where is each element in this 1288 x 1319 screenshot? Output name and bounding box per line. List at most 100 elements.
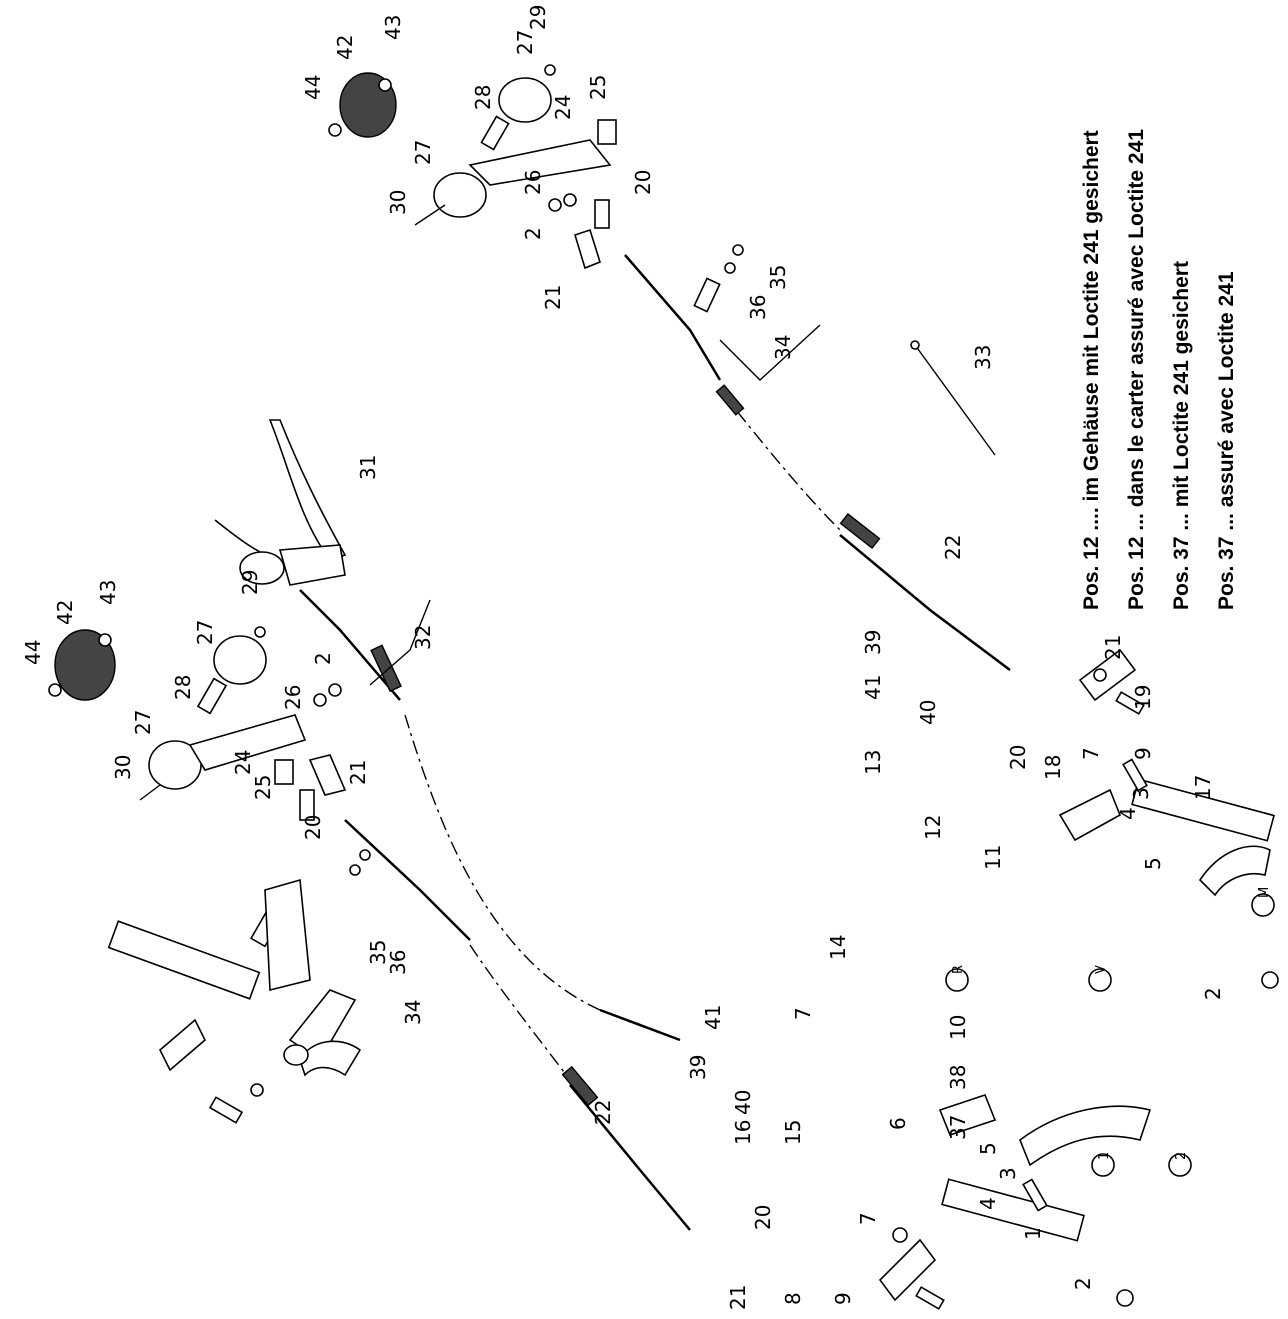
callout-20b: 20 [1006, 745, 1030, 770]
callout-8: 8 [781, 1292, 805, 1305]
lever-19 [1078, 648, 1137, 702]
group-bracket-34-lower [369, 599, 431, 686]
callout-6: 6 [886, 1117, 910, 1130]
shift-lever-31 [214, 419, 347, 586]
callout-5: 5 [1141, 857, 1165, 870]
callout-13: 13 [861, 750, 885, 775]
fork-assembly-lower-left [878, 1094, 1152, 1310]
fork-10 [299, 1040, 362, 1077]
callout-20c: 20 [751, 1205, 775, 1230]
callout-36: 36 [746, 295, 770, 320]
bracket-24-lower [188, 714, 307, 771]
callout-15: 15 [781, 1120, 805, 1145]
callout-2b: 2 [1201, 987, 1225, 1000]
callout-27b: 27 [411, 140, 435, 165]
marker-r: R [951, 965, 966, 974]
bracket-24-upper [468, 139, 612, 186]
callout-27c: 27 [193, 620, 217, 645]
callout-42b: 42 [53, 600, 77, 625]
loctite-notes: Pos. 12 .... im Gehäuse mit Loctite 241 … [1040, 0, 1280, 620]
callout-2d: 2 [311, 652, 335, 665]
rubber-buffer-27-upper-b [433, 172, 487, 218]
callout-41: 41 [861, 675, 885, 700]
lever-6 [938, 1094, 997, 1136]
callout-30b: 30 [111, 755, 135, 780]
fork-1 [1019, 1105, 1152, 1167]
callout-4: 4 [1116, 807, 1140, 820]
note-line-2: Pos. 12 ... dans le carter assuré avec L… [1125, 129, 1148, 610]
fork-assembly-right [1058, 648, 1279, 989]
shaft-12 [107, 920, 261, 1000]
callout-43: 43 [381, 15, 405, 40]
callout-2c: 2 [1071, 1277, 1095, 1290]
rod-33 [910, 340, 996, 456]
callout-27: 27 [513, 30, 537, 55]
selector-shaft-assembly [107, 878, 362, 1124]
group-bracket-34-upper [719, 324, 821, 381]
lever-8 [878, 1238, 937, 1302]
callout-24b: 24 [231, 750, 255, 775]
callout-21b: 21 [1101, 635, 1125, 660]
callout-21c: 21 [726, 1285, 750, 1310]
callout-25b: 25 [251, 775, 275, 800]
cable-assembly-lower-left [344, 819, 691, 1231]
callout-11: 11 [981, 845, 1005, 870]
callout-1: 1 [1021, 1227, 1045, 1240]
callout-39: 39 [861, 630, 885, 655]
callout-36b: 36 [386, 950, 410, 975]
callout-16: 16 [731, 1120, 755, 1145]
callout-37: 37 [946, 1115, 970, 1140]
callout-44: 44 [301, 75, 325, 100]
callout-33: 33 [971, 345, 995, 370]
cable-assembly-upper-right [624, 254, 1011, 671]
callout-10: 10 [946, 1015, 970, 1040]
callout-18: 18 [1041, 755, 1065, 780]
callout-29b: 29 [238, 570, 262, 595]
callout-22b: 22 [591, 1100, 615, 1125]
callout-2: 2 [521, 227, 545, 240]
callout-26: 26 [521, 170, 545, 195]
rubber-buffer-27-lower-a [213, 635, 267, 685]
callout-28b: 28 [171, 675, 195, 700]
fork-17 [1198, 845, 1271, 897]
rubber-buffer-27-lower-b [148, 740, 202, 790]
upper-bracket-assembly [328, 64, 744, 313]
callout-20: 20 [631, 170, 655, 195]
position-markers: R V M 1 2 [945, 887, 1275, 1177]
callout-25: 25 [586, 75, 610, 100]
rubber-buffer-27-upper-a [498, 77, 552, 123]
callout-40: 40 [916, 700, 940, 725]
callout-3b: 3 [996, 1167, 1020, 1180]
marker-m: M [1257, 887, 1272, 898]
callout-26b: 26 [281, 685, 305, 710]
callout-30: 30 [386, 190, 410, 215]
callout-35b: 35 [366, 940, 390, 965]
lower-bracket-assembly [48, 626, 371, 948]
callout-9: 9 [1131, 747, 1155, 760]
callout-3: 3 [1129, 787, 1153, 800]
callout-12: 12 [921, 815, 945, 840]
callout-35: 35 [766, 265, 790, 290]
callout-17: 17 [1191, 775, 1215, 800]
note-line-3: Pos. 37 ... mit Loctite 241 gesichert [1170, 261, 1193, 610]
callout-24: 24 [551, 95, 575, 120]
callout-39b: 39 [686, 1055, 710, 1080]
callout-34: 34 [771, 335, 795, 360]
callout-14: 14 [826, 935, 850, 960]
callout-34b: 34 [401, 1000, 425, 1025]
callout-31: 31 [356, 455, 380, 480]
callout-21: 21 [541, 285, 565, 310]
callout-28: 28 [471, 85, 495, 110]
callout-40b: 40 [731, 1090, 755, 1115]
callout-7c: 7 [856, 1212, 880, 1225]
callout-5b: 5 [976, 1142, 1000, 1155]
callout-21d: 21 [346, 760, 370, 785]
lever-18 [1058, 788, 1122, 842]
rubber-mount-42-lower [54, 629, 116, 701]
spring-11 [264, 878, 311, 992]
lever-14 [159, 1018, 206, 1072]
callout-32: 32 [411, 625, 435, 650]
callout-44b: 44 [21, 640, 45, 665]
marker-v: V [1094, 965, 1109, 974]
